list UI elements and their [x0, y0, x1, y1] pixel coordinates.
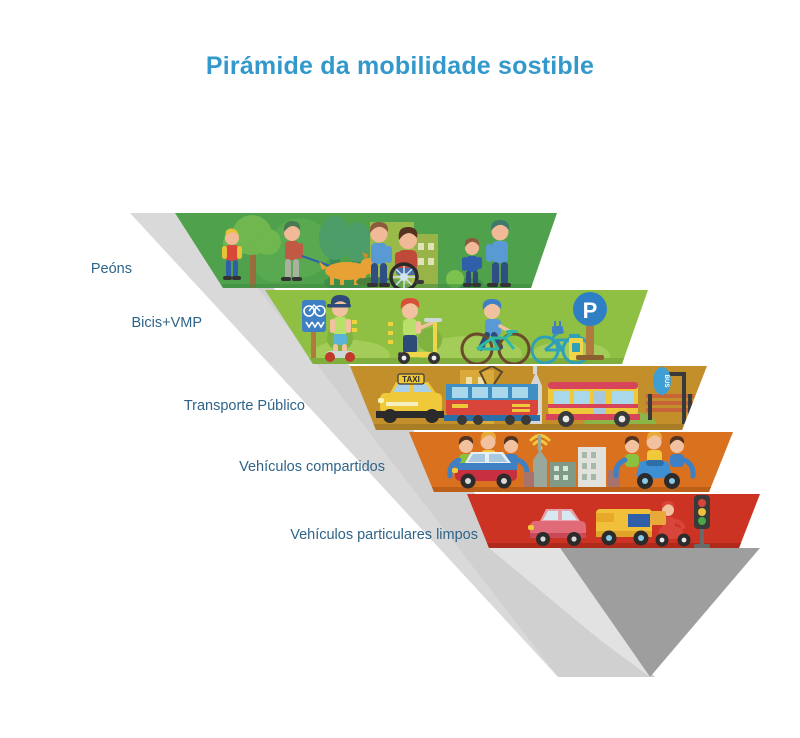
adult-holding-child-hand-icon [462, 220, 511, 287]
bus-stop-sign-icon: BUS [653, 367, 686, 424]
delivery-van-icon [596, 509, 652, 546]
bike-lane-sign-icon [302, 300, 326, 358]
svg-text:P: P [583, 298, 598, 323]
taxi-icon: TAXI [376, 373, 444, 423]
level-label-transporte-publico: Transporte Público [183, 398, 305, 414]
hoverboard-rider-icon [325, 295, 357, 362]
moto-sharing-icon [613, 432, 696, 489]
pyramid-level-3-transporte-publico[interactable]: TAXI [350, 366, 707, 438]
dog-walker-icon [281, 221, 331, 281]
carsharing-icon [447, 432, 530, 489]
level-label-peons: Peóns [90, 261, 132, 277]
pyramid-level-5-vehiculos-particulares-limpos[interactable] [467, 494, 760, 548]
level-label-vehiculos-particulares-limpos: Vehículos particulares limpos [290, 527, 478, 543]
wheelchair-user-icon [389, 227, 424, 288]
child-walking-icon [222, 228, 242, 280]
ebike-charging-icon [530, 321, 591, 364]
delivery-moto-icon [650, 501, 691, 547]
svg-text:TAXI: TAXI [402, 375, 420, 384]
bike-parking-p-sign-icon: P [573, 292, 607, 360]
caregiver-pushing-icon [367, 222, 392, 287]
clean-car-icon [528, 509, 586, 546]
level-label-vehiculos-compartidos: Vehículos compartidos [239, 459, 385, 475]
pyramid-level-1-peons[interactable] [175, 213, 557, 290]
tram-icon [444, 366, 540, 425]
pyramid-level-4-vehiculos-compartidos[interactable] [409, 431, 733, 492]
city-buildings-icon [524, 435, 620, 487]
kick-scooter-rider-icon [388, 298, 442, 364]
traffic-light-icon [694, 495, 710, 548]
level-label-bicis-vmp: Bicis+VMP [131, 315, 202, 331]
cyclist-icon [460, 299, 531, 364]
bench-icon [646, 394, 694, 420]
svg-text:BUS: BUS [663, 375, 669, 388]
pyramid-level-2-bicis-vmp[interactable]: P [265, 290, 648, 372]
bus-icon [546, 382, 640, 427]
page-title: Pirámide da mobilidade sostible [205, 52, 595, 80]
